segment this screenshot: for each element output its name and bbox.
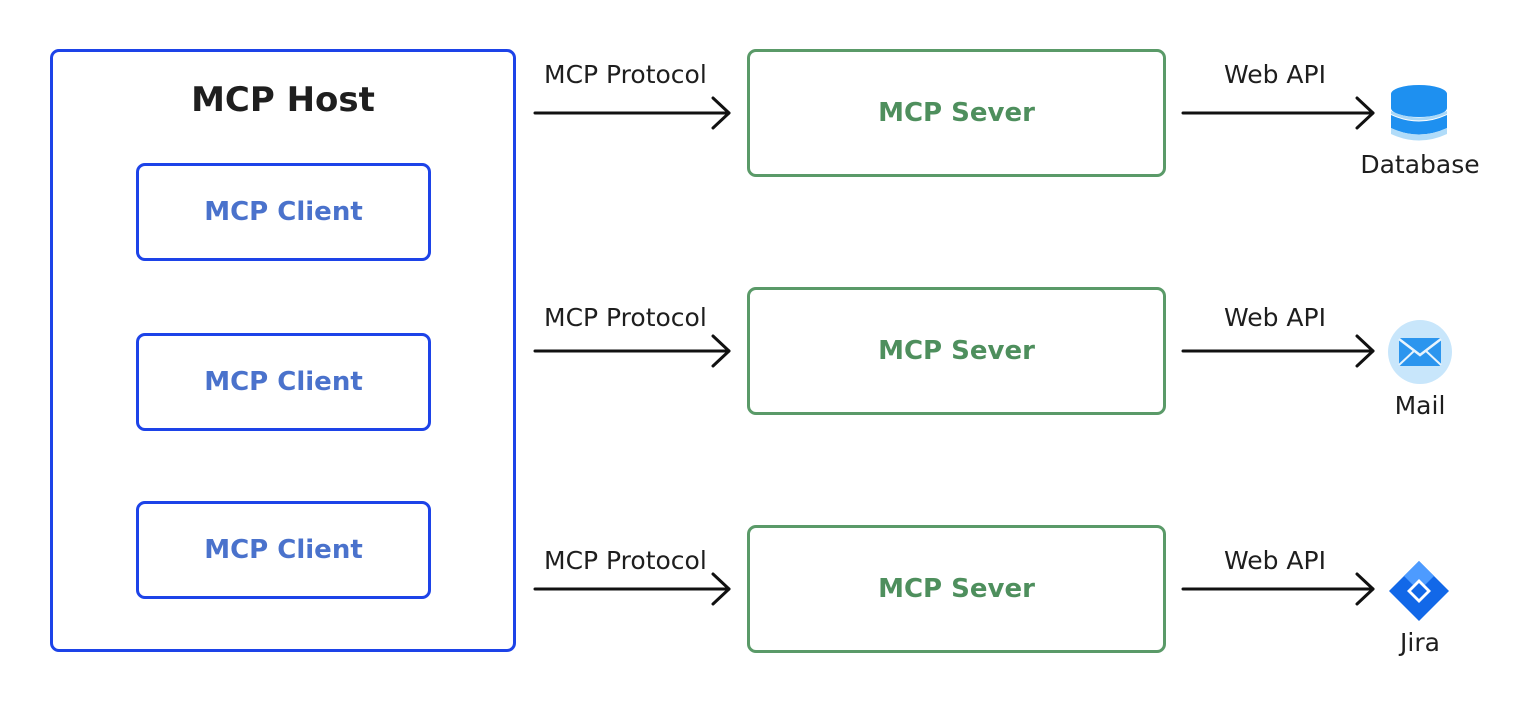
protocol-label-2: MCP Protocol [544, 303, 707, 332]
database-icon [1391, 85, 1447, 141]
database-label: Database [1360, 150, 1480, 179]
mcp-client-box-2: MCP Client [136, 333, 431, 431]
mcp-server-box-1: MCP Sever [747, 49, 1166, 177]
jira-icon [1389, 561, 1449, 621]
mcp-host-box [50, 49, 516, 652]
web-api-label-2: Web API [1223, 303, 1326, 332]
api-arrowhead-1 [1355, 96, 1375, 130]
protocol-arrowhead-1 [711, 96, 731, 130]
protocol-arrowhead-3 [711, 572, 731, 606]
mcp-host-title: MCP Host [191, 80, 375, 120]
web-api-label-3: Web API [1223, 546, 1326, 575]
mcp-client-box-3: MCP Client [136, 501, 431, 599]
api-arrowhead-2 [1355, 334, 1375, 368]
mcp-server-box-2: MCP Sever [747, 287, 1166, 415]
mcp-server-box-3: MCP Sever [747, 525, 1166, 653]
mail-icon [1388, 320, 1452, 384]
protocol-label-1: MCP Protocol [544, 60, 707, 89]
mail-label: Mail [1394, 391, 1446, 420]
protocol-arrowhead-2 [711, 334, 731, 368]
mcp-client-box-1: MCP Client [136, 163, 431, 261]
protocol-label-3: MCP Protocol [544, 546, 707, 575]
web-api-label-1: Web API [1223, 60, 1326, 89]
api-arrowhead-3 [1355, 572, 1375, 606]
jira-label: Jira [1400, 628, 1440, 657]
